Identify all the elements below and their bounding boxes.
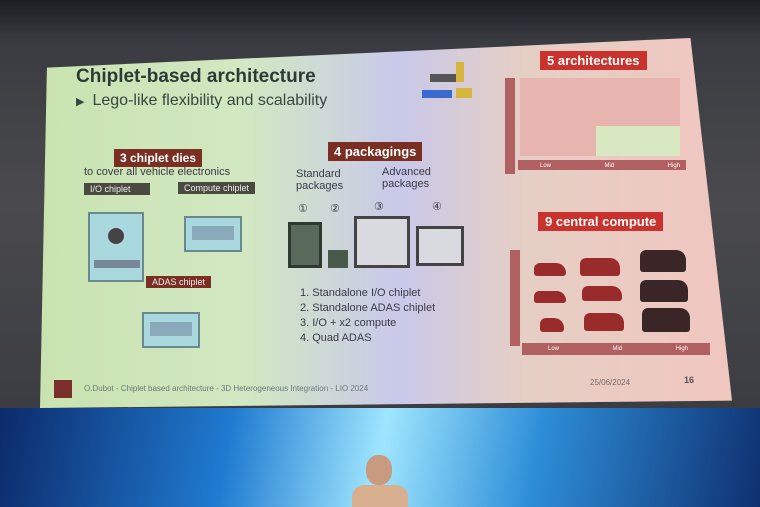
standard-packages-label: Standard packages	[296, 168, 344, 192]
level-low: Low	[548, 346, 560, 352]
packaging-item: 1. Standalone I/O chiplet	[300, 287, 421, 299]
compute-chiplet-diagram	[184, 216, 242, 252]
cc-y-axis	[510, 250, 520, 346]
package-1	[288, 222, 322, 268]
packaging-item: 4. Quad ADAS	[300, 332, 372, 344]
package-4	[416, 226, 464, 266]
dies-heading: 3 chiplet dies	[114, 149, 203, 167]
car-icon	[580, 258, 620, 276]
adas-chiplet-label: ADAS chiplet	[146, 276, 212, 288]
compute-chiplet-label: Compute chiplet	[178, 182, 256, 194]
package-2	[328, 250, 348, 268]
lego-figure-icon	[420, 62, 480, 107]
io-chiplet-label: I/O chiplet	[84, 183, 150, 195]
slide-subtitle: ▶ Lego-like flexibility and scalability	[76, 92, 327, 110]
logo	[54, 380, 72, 398]
dies-caption: to cover all vehicle electronics	[84, 166, 231, 178]
triangle-right-icon: ▶	[76, 96, 85, 108]
central-compute-heading: 9 central compute	[538, 212, 664, 231]
packagings-list: 1. Standalone I/O chiplet 2. Standalone …	[300, 286, 435, 346]
car-icon	[584, 313, 624, 331]
packaging-item: 2. Standalone ADAS chiplet	[300, 302, 436, 314]
io-chiplet-diagram	[88, 212, 144, 282]
cc-x-axis	[522, 343, 710, 355]
car-icon	[540, 318, 564, 332]
car-icon	[642, 308, 690, 332]
page-number: 16	[684, 375, 695, 385]
marker-2: ②	[330, 203, 340, 215]
car-icon	[582, 286, 622, 301]
slide-title: Chiplet-based architecture	[76, 66, 316, 87]
level-mid: Mid	[604, 163, 615, 169]
architectures-heading: 5 architectures	[540, 51, 647, 70]
arch-x-labels: Low Mid High	[540, 163, 680, 169]
footer-date: 25/06/2024	[590, 378, 631, 387]
marker-3: ③	[374, 201, 384, 213]
arch-x-axis	[518, 160, 686, 170]
adas-chiplet-diagram	[142, 312, 200, 348]
level-mid: Mid	[612, 346, 623, 352]
car-icon	[534, 263, 566, 276]
level-low: Low	[540, 163, 552, 169]
packagings-heading: 4 packagings	[328, 142, 423, 161]
arch-y-axis	[505, 78, 515, 174]
packaging-item: 3. I/O + x2 compute	[300, 317, 397, 329]
car-icon	[640, 280, 688, 302]
level-high: High	[675, 346, 688, 352]
architectures-grid	[520, 78, 680, 156]
marker-1: ①	[298, 203, 308, 215]
level-high: High	[667, 163, 680, 169]
car-icon	[534, 291, 566, 303]
marker-4: ④	[432, 201, 442, 213]
package-3	[354, 216, 410, 268]
cc-x-labels: Low Mid High	[548, 346, 688, 352]
subtitle-text: Lego-like flexibility and scalability	[92, 92, 328, 109]
car-icon	[640, 250, 686, 272]
presenter	[352, 455, 408, 507]
advanced-packages-label: Advanced packages	[382, 166, 431, 190]
footer-text: O.Dubot - Chiplet based architecture - 3…	[84, 384, 369, 393]
